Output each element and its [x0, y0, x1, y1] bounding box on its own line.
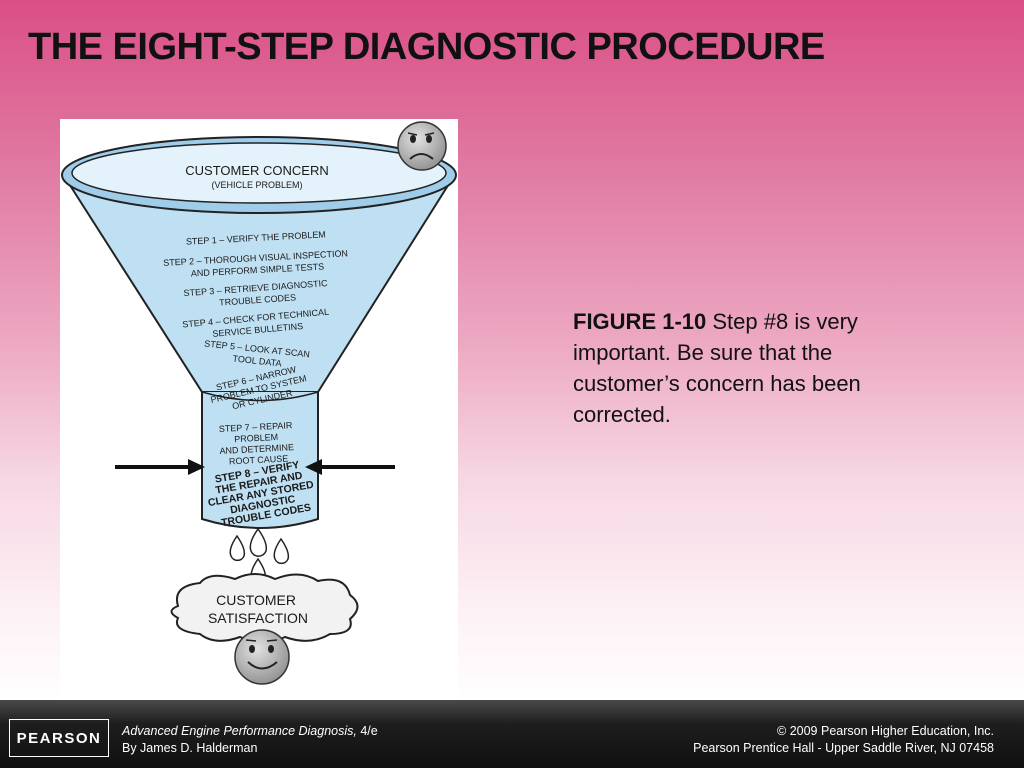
funnel-spout	[201, 392, 319, 529]
vehicle-problem-label: (VEHICLE PROBLEM)	[211, 180, 302, 190]
customer-concern-label: CUSTOMER CONCERN	[185, 163, 329, 178]
book-author: By James D. Halderman	[122, 741, 258, 755]
customer-satisfaction-label: CUSTOMER SATISFACTION	[208, 592, 308, 626]
pearson-logo: PEARSON	[9, 719, 109, 757]
drop-icon	[249, 527, 268, 557]
book-title: Advanced Engine Performance Diagnosis,	[122, 724, 357, 738]
svg-text:STEP 7 – REPAIR PROBLE: STEP 7 – REPAIR PROBLEM AND DETERMINE RO…	[218, 420, 297, 467]
copyright-text: © 2009 Pearson Higher Education, Inc.	[777, 724, 994, 738]
figure-caption: FIGURE 1-10 Step #8 is very important. B…	[573, 306, 933, 430]
happy-face-icon	[234, 629, 290, 685]
figure-label: FIGURE 1-10	[573, 309, 707, 334]
book-edition: 4/e	[356, 724, 378, 738]
drop-icon	[229, 534, 246, 562]
caption-text: Step #8 is very important. Be sure that …	[573, 309, 861, 427]
funnel-figure: CUSTOMER CONCERN (VEHICLE PROBLEM) STEP …	[60, 119, 458, 700]
arrow-right-icon	[115, 459, 205, 475]
publisher-text: Pearson Prentice Hall - Upper Saddle Riv…	[693, 741, 994, 755]
drop-icon	[273, 537, 290, 565]
satisfaction-cloud	[170, 573, 359, 643]
arrow-left-icon	[305, 459, 395, 475]
sad-face-icon	[397, 121, 447, 171]
funnel-diagram: CUSTOMER CONCERN (VEHICLE PROBLEM) STEP …	[61, 121, 457, 685]
book-info: Advanced Engine Performance Diagnosis, 4…	[122, 723, 378, 757]
step-7: STEP 7 – REPAIR PROBLEM AND DETERMINE RO…	[218, 420, 297, 467]
footer-bar: PEARSON Advanced Engine Performance Diag…	[0, 700, 1024, 768]
slide-title: THE EIGHT-STEP DIAGNOSTIC PROCEDURE	[28, 26, 825, 68]
copyright-info: © 2009 Pearson Higher Education, Inc. Pe…	[693, 723, 994, 757]
funnel-rim-inner	[71, 142, 447, 204]
